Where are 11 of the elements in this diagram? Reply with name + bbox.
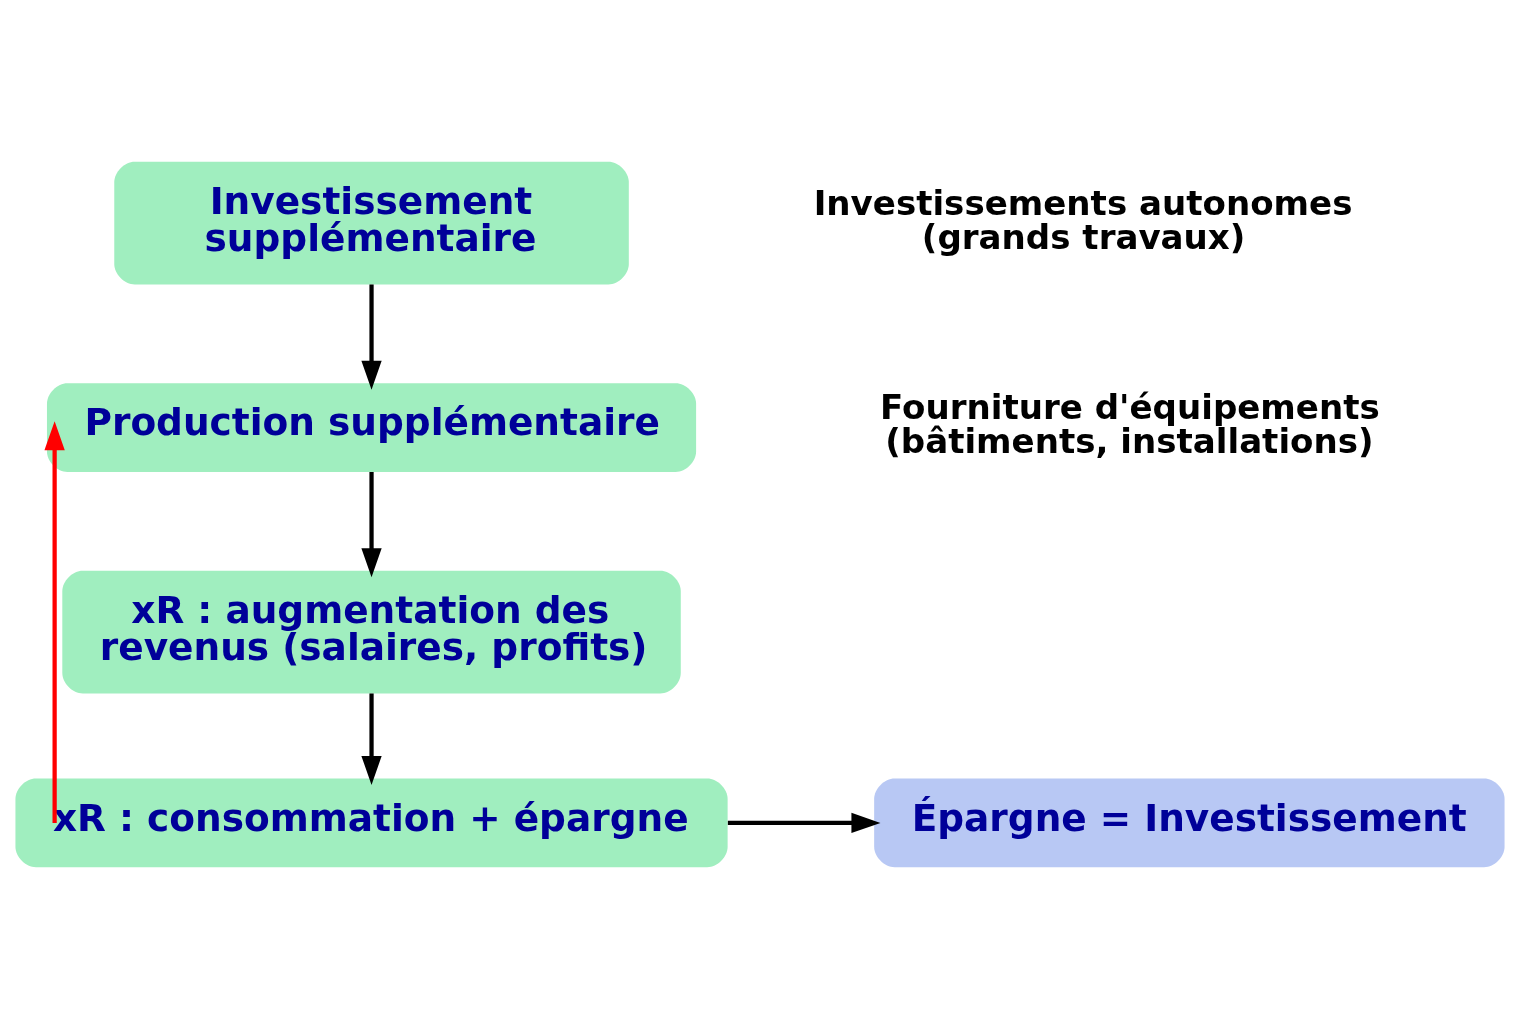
arrow <box>361 471 382 578</box>
arrow <box>361 693 382 785</box>
label: Investissements autonomes (grands travaux) <box>813 182 1353 257</box>
node-box: Épargne = Investissement <box>874 778 1505 868</box>
label: Fourniture d'équipements (bâtiments, installations) <box>880 387 1380 462</box>
arrow <box>727 812 881 834</box>
arrow <box>44 421 65 823</box>
node-box: xR : consommation + épargne <box>15 778 728 868</box>
node-box: Investissement supplémentaire <box>114 161 629 285</box>
node-box: xR : augmentation des revenus (salaires, profits) <box>62 570 681 694</box>
arrow <box>361 284 382 390</box>
